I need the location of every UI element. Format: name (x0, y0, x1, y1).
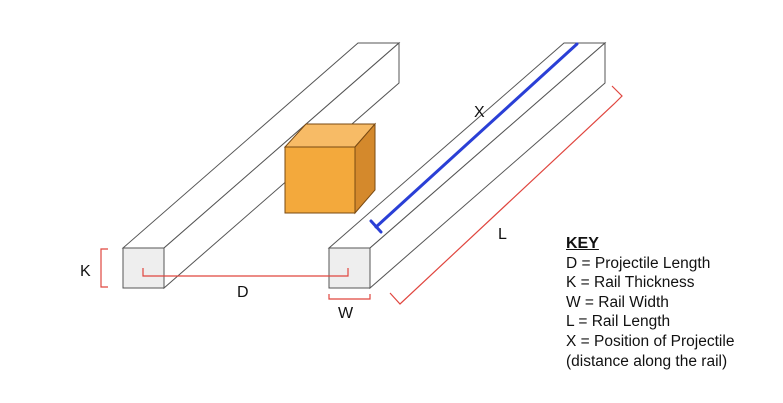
key-item-d: D = Projectile Length (566, 254, 711, 272)
projectile-cube (283, 122, 377, 215)
position-line (374, 42, 579, 229)
key-title: KEY (566, 235, 599, 252)
length-bracket-l (389, 85, 623, 305)
distance-bracket-d (142, 268, 349, 277)
key-item-x: X = Position of Projectile (566, 332, 735, 350)
label-x: X (474, 104, 485, 121)
key-item-w: W = Rail Width (566, 293, 669, 311)
label-w: W (338, 305, 354, 322)
key-item-k: K = Rail Thickness (566, 274, 695, 292)
label-d: D (237, 284, 249, 301)
right-rail-end-face (328, 247, 371, 289)
label-k: K (80, 263, 91, 280)
key-item-x-note: (distance along the rail) (566, 352, 728, 370)
position-marker-x (369, 42, 579, 234)
legend-key: KEY D = Projectile Length K = Rail Thick… (566, 234, 734, 371)
position-line-end-tick (369, 219, 383, 234)
projectile-front-face (284, 146, 356, 214)
key-item-l: L = Rail Length (566, 313, 671, 331)
thickness-bracket-k (100, 248, 108, 288)
width-bracket-w (328, 294, 371, 300)
label-l: L (498, 226, 507, 243)
